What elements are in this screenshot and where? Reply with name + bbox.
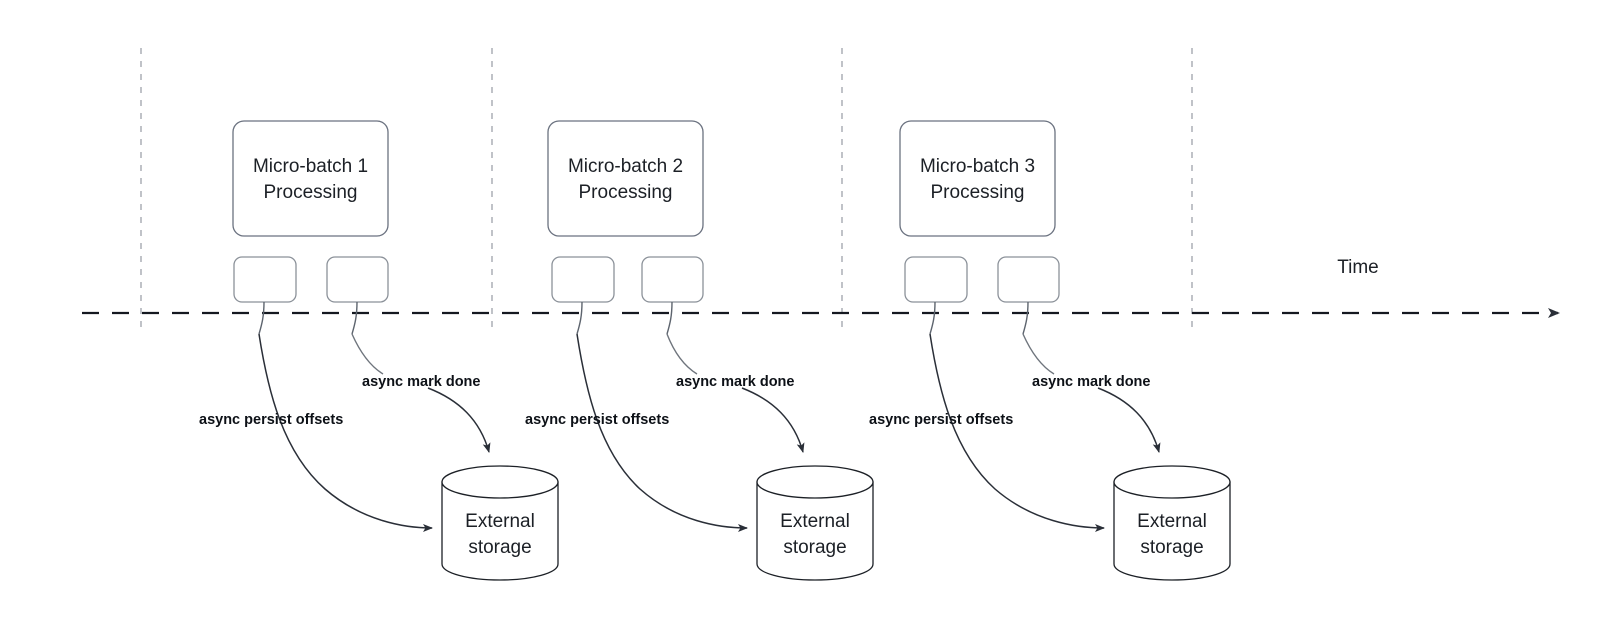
micro-batch-box-1[interactable] <box>232 120 389 237</box>
persist-offsets-stem-2 <box>576 301 583 335</box>
persist-offsets-task-box-2[interactable] <box>551 256 615 303</box>
micro-batch-group-3: Micro-batch 3 Processing async persist o… <box>869 120 1231 581</box>
micro-batch-box-1-label-line2: Processing <box>264 182 358 203</box>
timeline-axis-label: Time <box>1337 257 1379 278</box>
async-persist-offsets-arrow-3 <box>929 333 1105 532</box>
micro-batch-box-3-label-line2: Processing <box>931 182 1025 203</box>
async-mark-done-label-3: async mark done <box>1032 374 1150 390</box>
external-storage-2[interactable]: External storage <box>756 465 874 581</box>
mark-done-task-box-1[interactable] <box>326 256 389 303</box>
mark-done-stem-3 <box>1022 301 1029 335</box>
micro-batch-box-2[interactable] <box>547 120 704 237</box>
external-storage-1[interactable]: External storage <box>441 465 559 581</box>
async-mark-done-arrow-1 <box>351 333 384 375</box>
persist-offsets-stem-1 <box>258 301 265 335</box>
async-persist-offsets-label-1: async persist offsets <box>199 412 343 428</box>
external-storage-1-label-line2: storage <box>468 537 531 558</box>
external-storage-1-top <box>441 465 559 499</box>
async-persist-offsets-arrow-2 <box>576 333 748 532</box>
external-storage-3[interactable]: External storage <box>1113 465 1231 581</box>
async-mark-done-arrow-1b <box>427 387 491 453</box>
async-mark-done-label-1: async mark done <box>362 374 480 390</box>
external-storage-3-label-line2: storage <box>1140 537 1203 558</box>
async-mark-done-arrow-2 <box>666 333 698 375</box>
micro-batch-box-3-label-line1: Micro-batch 3 <box>920 156 1035 177</box>
micro-batch-box-2-label-line1: Micro-batch 2 <box>568 156 683 177</box>
async-mark-done-arrow-3 <box>1022 333 1055 375</box>
async-mark-done-label-2: async mark done <box>676 374 794 390</box>
async-persist-offsets-label-3: async persist offsets <box>869 412 1013 428</box>
external-storage-1-label-line1: External <box>465 511 535 532</box>
persist-offsets-task-box-1[interactable] <box>233 256 297 303</box>
persist-offsets-stem-3 <box>929 301 936 335</box>
external-storage-2-body <box>756 481 874 581</box>
micro-batch-box-2-label-line2: Processing <box>579 182 673 203</box>
async-persist-offsets-arrow-1 <box>258 333 433 532</box>
external-storage-3-top <box>1113 465 1231 499</box>
mark-done-task-box-3[interactable] <box>997 256 1060 303</box>
persist-offsets-task-box-3[interactable] <box>904 256 968 303</box>
async-mark-done-arrow-2b <box>741 387 805 453</box>
external-storage-3-body <box>1113 481 1231 581</box>
external-storage-2-label-line2: storage <box>783 537 846 558</box>
external-storage-2-label-line1: External <box>780 511 850 532</box>
separator-lines <box>140 48 1193 332</box>
micro-batch-box-3[interactable] <box>899 120 1056 237</box>
micro-batch-box-1-label-line1: Micro-batch 1 <box>253 156 368 177</box>
external-storage-2-top <box>756 465 874 499</box>
async-mark-done-arrow-3b <box>1097 387 1161 453</box>
mark-done-task-box-2[interactable] <box>641 256 704 303</box>
mark-done-stem-2 <box>666 301 673 335</box>
micro-batch-group-1: Micro-batch 1 Processing async persist o… <box>199 120 559 581</box>
async-persist-offsets-label-2: async persist offsets <box>525 412 669 428</box>
external-storage-1-body <box>441 481 559 581</box>
micro-batch-group-2: Micro-batch 2 Processing async persist o… <box>525 120 874 581</box>
mark-done-stem-1 <box>351 301 358 335</box>
external-storage-3-label-line1: External <box>1137 511 1207 532</box>
